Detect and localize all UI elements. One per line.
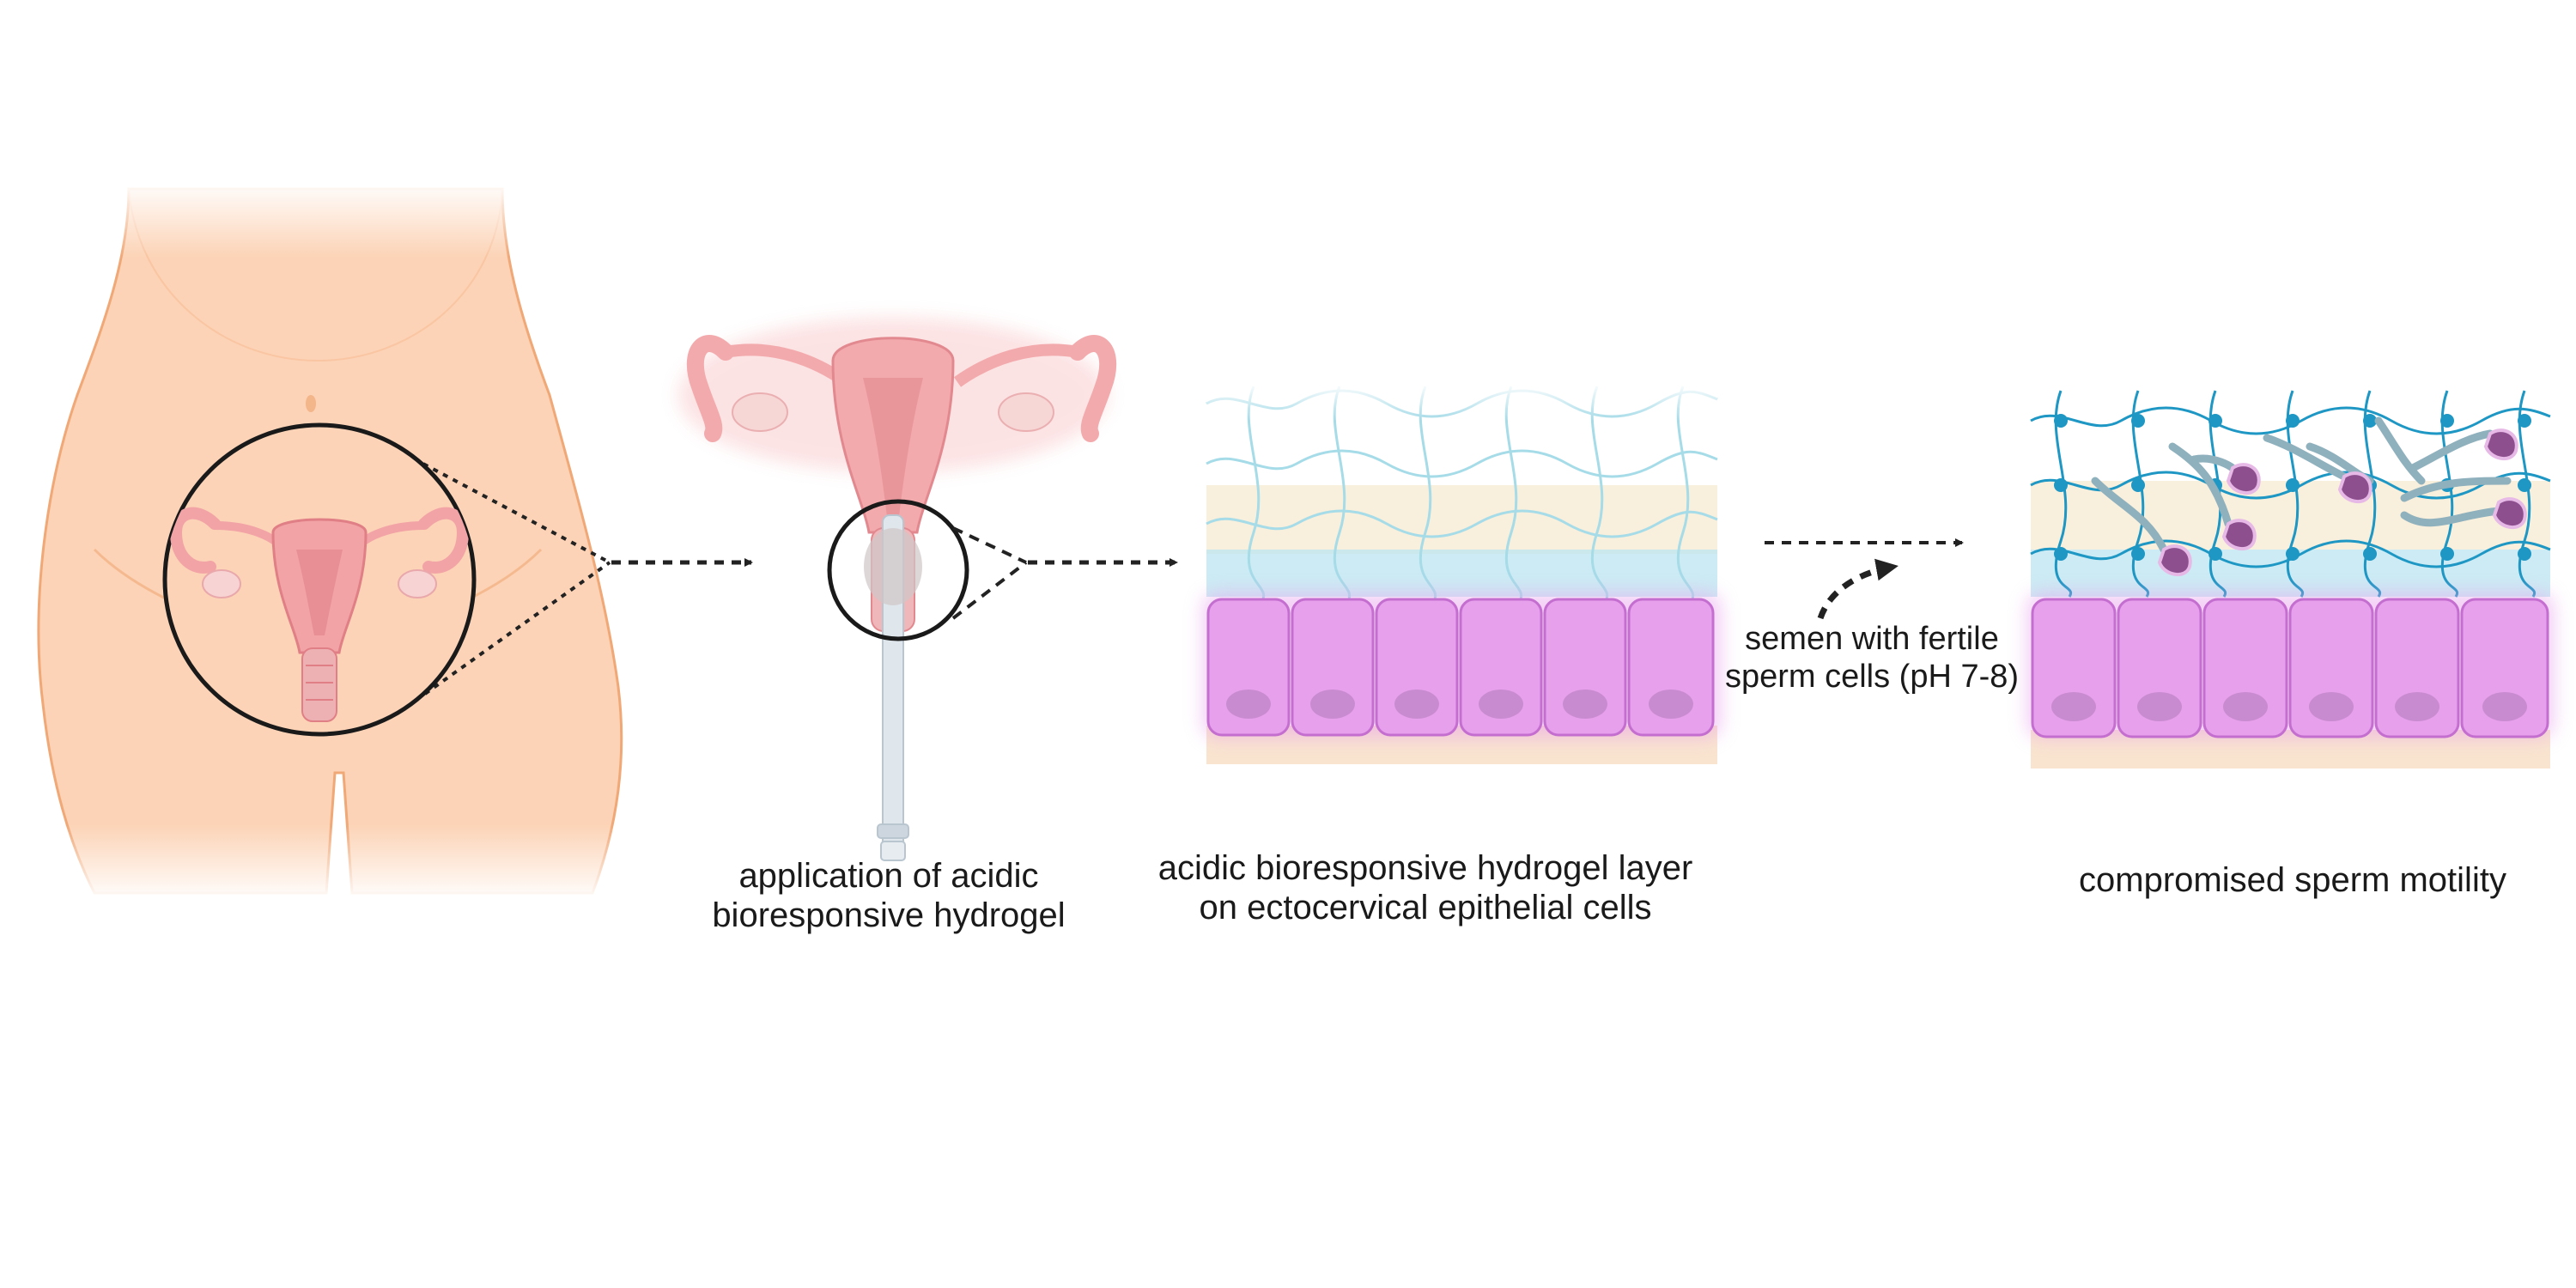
caption-hydrogel-layer-line-1: acidic bioresponsive hydrogel layer bbox=[1133, 848, 1717, 888]
uterus-with-applicator bbox=[678, 318, 1108, 860]
magnifier-circle-icon bbox=[165, 425, 474, 734]
hydrogel-layer-panel bbox=[1202, 382, 1722, 764]
sperm-network-panel bbox=[2026, 391, 2555, 769]
caption-hydrogel-layer-line-2: on ectocervical epithelial cells bbox=[1133, 888, 1717, 927]
caption-compromised-motility: compromised sperm motility bbox=[2035, 860, 2550, 900]
semen-arrow bbox=[1820, 567, 1893, 618]
caption-hydrogel-layer: acidic bioresponsive hydrogel layer on e… bbox=[1133, 848, 1717, 927]
caption-application-line-2: bioresponsive hydrogel bbox=[687, 896, 1091, 935]
caption-semen: semen with fertile sperm cells (pH 7-8) bbox=[1717, 620, 2026, 696]
epithelial-cells-icon bbox=[2026, 592, 2555, 738]
zoom-lines-2 bbox=[953, 528, 1026, 618]
applicator-icon bbox=[864, 515, 922, 860]
caption-semen-line-1: semen with fertile bbox=[1717, 620, 2026, 658]
caption-application-line-1: application of acidic bbox=[687, 856, 1091, 896]
caption-compromised-motility-line-1: compromised sperm motility bbox=[2035, 860, 2550, 900]
caption-semen-line-2: sperm cells (pH 7-8) bbox=[1717, 658, 2026, 696]
epithelial-cells-icon bbox=[1202, 592, 1722, 738]
caption-application: application of acidic bioresponsive hydr… bbox=[687, 856, 1091, 935]
